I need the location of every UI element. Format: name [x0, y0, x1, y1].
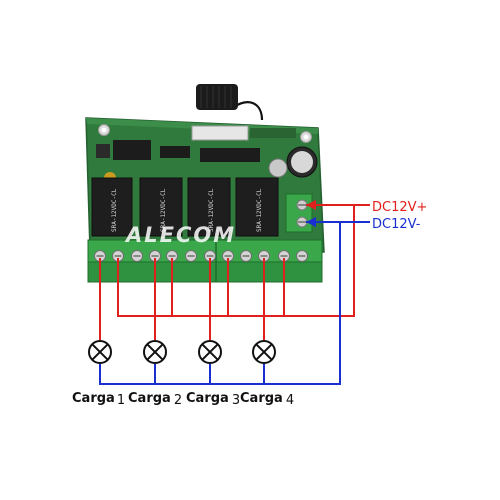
positive-arrow-icon: [306, 200, 316, 210]
negative-arrow-icon: [306, 217, 316, 227]
antenna: [196, 84, 264, 121]
lamp-2-icon: [143, 340, 167, 364]
relay-marking: SRA-12VDC-CL: [160, 188, 167, 232]
positive-rail-wire: [117, 205, 355, 317]
relay-1: SRA-12VDC-CL: [91, 177, 133, 237]
power-terminal-block: [285, 193, 313, 233]
dc12v-negative-label: DC12V-: [372, 217, 421, 232]
negative-return-wire: [99, 222, 341, 385]
lamp-3-icon: [198, 340, 222, 364]
positive-wiring: [99, 204, 370, 340]
relay-marking: SRA-12VDC-CL: [256, 188, 263, 232]
relay-2: SRA-12VDC-CL: [139, 177, 183, 237]
lamp-4-icon: [252, 340, 276, 364]
terminal-screws: [94, 250, 308, 262]
dc12v-positive-label: DC12V+: [372, 200, 427, 215]
brand-watermark: ALECOM: [124, 223, 236, 247]
lamp-1-icon: [88, 340, 112, 364]
relay-marking: SRA-12VDC-CL: [208, 188, 215, 232]
relay-3: SRA-12VDC-CL: [187, 177, 231, 237]
relay-marking: SRA-12VDC-CL: [111, 188, 118, 232]
relay-4: SRA-12VDC-CL: [235, 177, 279, 237]
load-lamps: [88, 340, 276, 364]
negative-wiring: [99, 221, 370, 385]
